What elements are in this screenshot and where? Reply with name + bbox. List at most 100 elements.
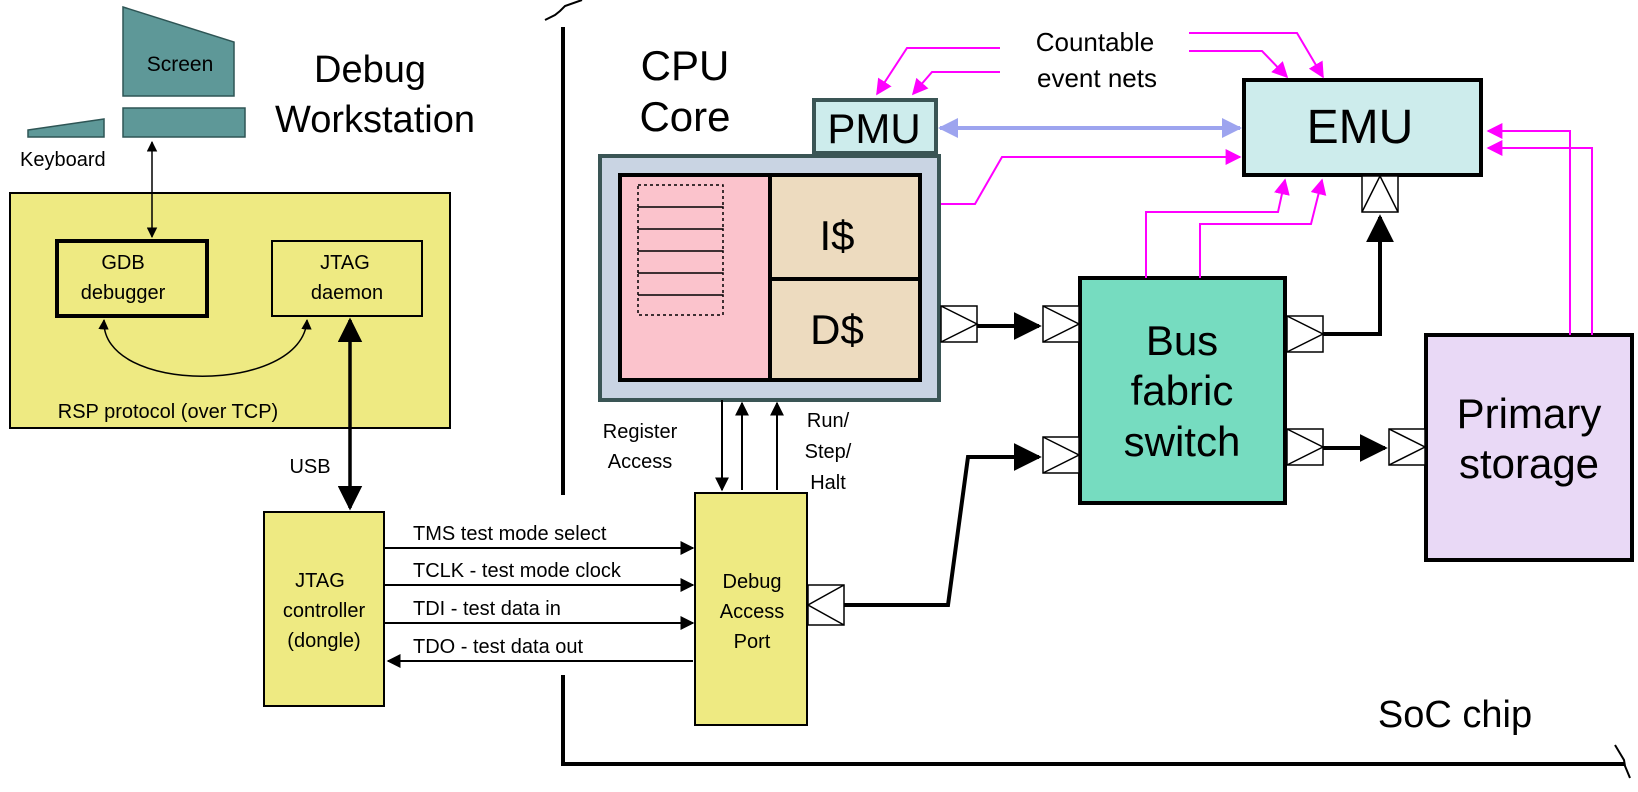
bus-fabric-switch: Bus fabric switch	[1042, 276, 1325, 505]
tdi-label: TDI - test data in	[413, 598, 561, 620]
icache-box	[768, 173, 922, 281]
register-slot	[637, 206, 724, 230]
register-slot	[637, 184, 724, 208]
emu-label: EMU	[1307, 101, 1414, 154]
event-net-emu-2	[1189, 50, 1289, 79]
boundary-break-top-icon	[544, 0, 583, 21]
cpu-title-line2: Core	[639, 93, 730, 140]
storage-input-port-glyph	[1388, 428, 1427, 466]
tclk-label: TCLK - test mode clock	[413, 560, 622, 582]
rsp-connection-curve	[98, 318, 312, 377]
bus-input-port-top-icon	[1042, 305, 1080, 343]
pmu-box	[812, 98, 938, 155]
storage-label-line2: storage	[1459, 440, 1599, 487]
workstation-title-line2: Workstation	[275, 99, 475, 141]
register-slot	[637, 250, 724, 274]
gdb-label-line2: debugger	[81, 282, 166, 304]
run-step-halt-line3: Halt	[810, 472, 846, 494]
data-bus-wires	[844, 214, 1394, 607]
dap-label-line2: Access	[720, 601, 784, 623]
event-net-bus-emu-2	[1199, 178, 1327, 278]
debug-access-port-box	[694, 492, 808, 726]
bus-label-line1: Bus	[1146, 317, 1218, 364]
dap-bus-port-glyph	[806, 584, 845, 626]
dap-bus-port-icon	[807, 584, 845, 626]
bus-output-port-bottom-icon	[1286, 428, 1324, 466]
icache-label: I$	[819, 212, 854, 259]
monitor-base-icon	[122, 107, 246, 138]
storage-input-port-icon	[1388, 428, 1426, 466]
bus-input-port-top-glyph	[1042, 305, 1081, 343]
register-file	[618, 173, 772, 382]
event-net-cpu-emu	[941, 149, 1242, 205]
register-slot	[637, 228, 724, 252]
emu: EMU	[1242, 78, 1483, 213]
dap-to-bus-wire	[844, 443, 1042, 607]
dcache-box	[768, 277, 922, 382]
run-step-halt-line1: Run/	[807, 410, 850, 432]
dcache-label: D$	[810, 306, 864, 353]
event-net-storage-emu-2	[1486, 140, 1593, 335]
event-net-emu-1	[1189, 32, 1324, 79]
bus-label-line2: fabric	[1131, 367, 1234, 414]
bus-to-emu-wire	[1323, 214, 1394, 336]
gdb-label-line1: GDB	[101, 252, 144, 274]
boundary-break-right-icon	[1614, 744, 1631, 779]
event-nets-label-line2: event nets	[1037, 63, 1157, 93]
jtag-controller-box	[263, 511, 385, 707]
jtag-controller: JTAG controller (dongle)	[263, 511, 385, 707]
debug-control-wires: Register Access Run/ Step/ Halt	[603, 400, 852, 494]
primary-storage: Primary storage	[1388, 333, 1634, 562]
register-slot	[637, 294, 724, 316]
countable-event-nets: Countable event nets	[876, 27, 1593, 335]
bus-output-port-top-icon	[1286, 315, 1324, 353]
jtag-signal-wires: TMS test mode select TCLK - test mode cl…	[385, 523, 695, 668]
run-step-halt-line2: Step/	[805, 441, 852, 463]
rsp-label: RSP protocol (over TCP)	[58, 401, 278, 423]
bus-input-port-bottom-glyph	[1042, 436, 1081, 474]
tdo-label: TDO - test data out	[413, 636, 584, 658]
debug-access-port: Debug Access Port	[694, 492, 845, 726]
bus-fabric-box	[1078, 276, 1287, 505]
screen-label: Screen	[147, 53, 214, 76]
event-net-pmu-1	[876, 47, 1000, 96]
bus-input-port-bottom-icon	[1042, 436, 1080, 474]
jtag-daemon-label-line2: daemon	[311, 282, 383, 304]
workstation-title-line1: Debug	[314, 49, 426, 91]
emu-bus-port-glyph	[1361, 174, 1399, 213]
event-nets-label-line1: Countable	[1036, 27, 1155, 57]
screen-icon	[122, 5, 235, 97]
register-slots	[637, 184, 724, 316]
emu-bus-port-icon	[1361, 175, 1399, 213]
keyboard-icon	[27, 118, 105, 138]
register-access-line2: Access	[608, 451, 672, 473]
storage-label-line1: Primary	[1457, 390, 1602, 437]
debug-workstation: Screen Keyboard Debug Workstation GDB de…	[9, 5, 475, 511]
primary-storage-box	[1424, 333, 1634, 562]
dap-label-line1: Debug	[723, 571, 782, 593]
jtag-controller-line2: controller	[283, 600, 366, 622]
pmu-label: PMU	[827, 105, 920, 152]
jtag-controller-line3: (dongle)	[287, 630, 360, 652]
event-net-storage-emu-1	[1486, 123, 1571, 335]
cpu-title-line1: CPU	[641, 42, 730, 89]
usb-label: USB	[289, 456, 330, 478]
soc-chip-boundary: SoC chip	[544, 0, 1631, 779]
event-net-pmu-2	[911, 71, 1000, 96]
jtag-controller-line1: JTAG	[295, 570, 345, 592]
bus-label-line3: switch	[1124, 418, 1241, 465]
register-access-line1: Register	[603, 421, 678, 443]
jtag-daemon-box	[271, 240, 423, 317]
soc-chip-label: SoC chip	[1378, 694, 1532, 736]
keyboard-label: Keyboard	[20, 149, 106, 171]
tms-label: TMS test mode select	[413, 523, 607, 545]
register-slot	[637, 272, 724, 296]
gdb-debugger-box	[55, 239, 209, 318]
emu-box	[1242, 78, 1483, 177]
event-net-bus-emu-1	[1145, 178, 1290, 278]
dap-label-line3: Port	[734, 631, 771, 653]
cpu-bus-port-icon	[940, 305, 978, 343]
cpu-core: CPU Core I$ D$ PMU	[598, 42, 979, 402]
chip-boundary-line	[561, 27, 1625, 766]
